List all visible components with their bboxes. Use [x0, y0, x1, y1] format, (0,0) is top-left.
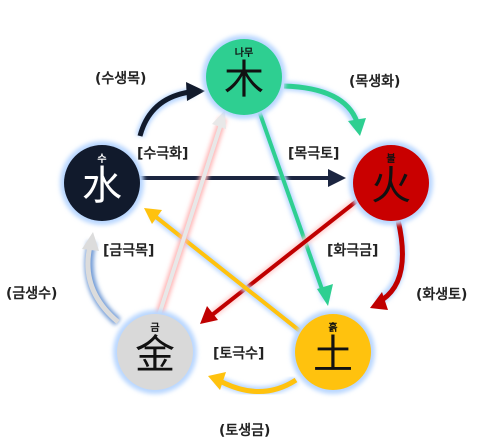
- element-earth: 흙 土: [295, 314, 371, 390]
- label-earth-generates-metal: (토생금): [219, 423, 271, 439]
- arrow-wood-controls-earth: [254, 106, 333, 306]
- label-metal-controls-wood: [금극목]: [103, 243, 155, 259]
- label-metal-generates-water: (금생수): [6, 286, 58, 302]
- wood-hangul: 나무: [234, 48, 254, 59]
- element-wood: 나무 木: [206, 39, 282, 115]
- label-fire-generates-earth: (화생토): [416, 287, 468, 303]
- controlling-arrows: [140, 106, 361, 339]
- metal-hangul: 금: [150, 323, 160, 334]
- earth-hanja: 土: [313, 332, 353, 378]
- element-metal: 금 金: [117, 314, 193, 390]
- arrow-wood-generates-fire: [283, 81, 366, 136]
- label-wood-generates-fire: (목생화): [349, 74, 401, 90]
- arrow-water-controls-fire: [140, 169, 346, 187]
- label-fire-controls-metal: [화극금]: [327, 243, 379, 259]
- metal-hanja: 金: [135, 332, 175, 378]
- arrow-metal-controls-wood: [154, 110, 227, 320]
- arrow-earth-generates-metal: [208, 372, 299, 396]
- arrow-metal-generates-water: [82, 232, 121, 326]
- generating-arrows: [82, 81, 407, 396]
- label-water-generates-wood: (수생목): [95, 71, 147, 87]
- element-water: 수 水: [64, 145, 140, 221]
- arrow-fire-controls-metal: [200, 196, 361, 324]
- label-earth-controls-water: [토극수]: [213, 346, 265, 362]
- earth-hangul: 흙: [328, 323, 338, 334]
- fire-hanja: 火: [371, 163, 411, 209]
- label-wood-controls-earth: [목극토]: [288, 146, 340, 162]
- element-fire: 불 火: [353, 145, 429, 221]
- arrow-water-generates-wood: [135, 82, 205, 138]
- arrow-fire-generates-earth: [370, 218, 407, 310]
- label-water-controls-fire: [수극화]: [137, 146, 189, 162]
- water-hanja: 水: [82, 163, 122, 209]
- water-hangul: 수: [97, 154, 107, 165]
- wood-hanja: 木: [224, 57, 264, 103]
- fire-hangul: 불: [386, 154, 396, 165]
